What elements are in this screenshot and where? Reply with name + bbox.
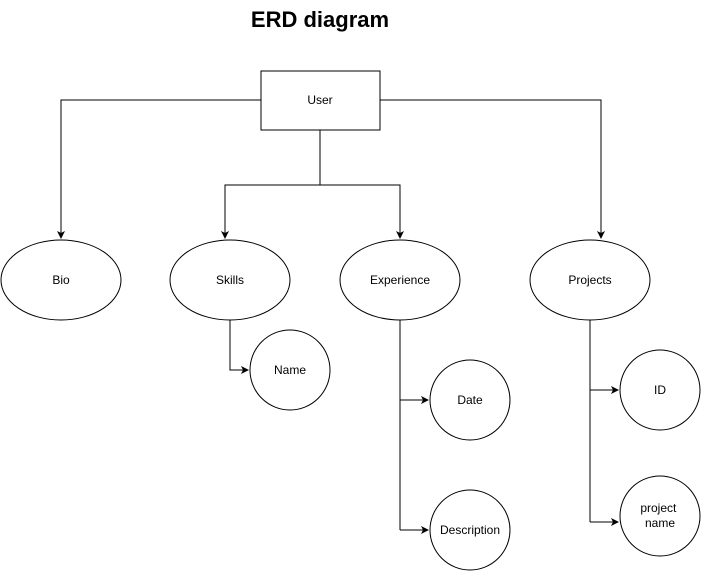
node-skills[interactable]: Skills — [169, 239, 291, 321]
id-circle — [619, 349, 701, 431]
skills-ellipse — [169, 239, 291, 321]
diagram-title: ERD diagram — [251, 7, 389, 32]
description-label: Description — [440, 523, 500, 537]
skills-label: Skills — [216, 273, 244, 287]
id-label: ID — [654, 383, 666, 397]
experience-ellipse — [339, 239, 461, 321]
project-name-label: project name — [640, 501, 679, 530]
name-label: Name — [274, 363, 306, 377]
project-name-label-line1: project — [640, 501, 677, 515]
date-label: Date — [457, 393, 483, 407]
bio-label: Bio — [52, 273, 70, 287]
edge-user-bio — [57, 99, 261, 239]
node-name[interactable]: Name — [249, 329, 331, 411]
projects-ellipse — [529, 239, 651, 321]
node-id[interactable]: ID — [619, 349, 701, 431]
node-description[interactable]: Description — [429, 489, 511, 571]
node-project-name[interactable]: project name — [619, 475, 701, 557]
node-date[interactable]: Date — [429, 359, 511, 441]
user-label: User — [307, 93, 332, 107]
date-circle — [429, 359, 511, 441]
edge-skills-name — [229, 320, 249, 374]
name-circle — [249, 329, 331, 411]
project-name-circle — [619, 475, 701, 557]
project-name-label-line2: name — [645, 516, 675, 530]
edge-user-experience — [320, 184, 404, 239]
experience-label: Experience — [370, 273, 430, 287]
description-circle — [429, 489, 511, 571]
node-experience[interactable]: Experience — [339, 239, 461, 321]
node-user[interactable]: User — [260, 70, 381, 131]
edge-user-skills — [221, 184, 320, 239]
edges — [57, 99, 619, 534]
edge-user-projects — [380, 99, 605, 239]
user-entity-box — [260, 70, 381, 131]
projects-label: Projects — [568, 273, 611, 287]
bio-ellipse — [0, 239, 122, 321]
node-bio[interactable]: Bio — [0, 239, 122, 321]
node-projects[interactable]: Projects — [529, 239, 651, 321]
